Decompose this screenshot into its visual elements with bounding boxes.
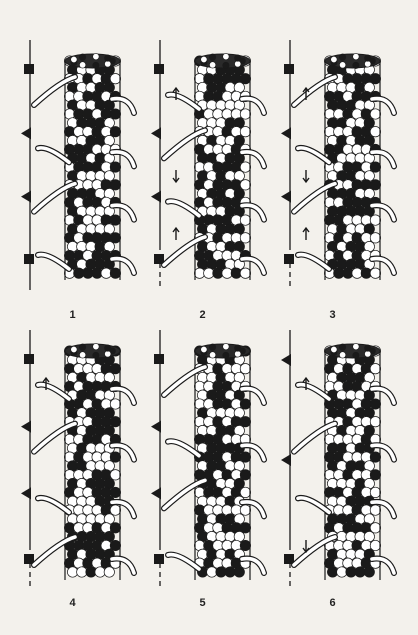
triangle-marker bbox=[151, 127, 161, 139]
panel-5: 5 bbox=[151, 330, 264, 609]
square-marker bbox=[24, 354, 34, 364]
arrow-up-icon bbox=[303, 228, 309, 240]
panel-number: 2 bbox=[199, 309, 205, 321]
triangle-marker bbox=[281, 191, 291, 203]
square-marker bbox=[24, 254, 34, 264]
triangle-marker bbox=[281, 354, 291, 366]
triangle-marker bbox=[21, 487, 31, 499]
microtubule bbox=[194, 343, 250, 580]
panel-number: 4 bbox=[69, 597, 76, 609]
square-marker bbox=[154, 554, 164, 564]
arrow-down-icon bbox=[303, 540, 309, 552]
triangle-marker bbox=[21, 421, 31, 433]
square-marker bbox=[24, 64, 34, 74]
triangle-marker bbox=[21, 127, 31, 139]
microtubule bbox=[64, 53, 120, 280]
microtubule bbox=[64, 343, 120, 580]
triangle-marker bbox=[151, 191, 161, 203]
panel-4: 4 bbox=[21, 330, 134, 609]
panel-number: 1 bbox=[69, 309, 75, 321]
panel-3: 3 bbox=[281, 40, 394, 321]
triangle-marker bbox=[281, 454, 291, 466]
square-marker bbox=[284, 64, 294, 74]
arrow-down-icon bbox=[173, 170, 179, 182]
arrow-up-icon bbox=[173, 228, 179, 240]
panel-1: 1 bbox=[21, 40, 134, 321]
panel-number: 5 bbox=[199, 597, 205, 609]
triangle-marker bbox=[151, 421, 161, 433]
panel-number: 6 bbox=[329, 597, 335, 609]
microtubule bbox=[194, 53, 250, 280]
square-marker bbox=[284, 254, 294, 264]
triangle-marker bbox=[281, 127, 291, 139]
panel-2: 2 bbox=[151, 40, 264, 321]
square-marker bbox=[154, 354, 164, 364]
panel-6: 6 bbox=[281, 330, 394, 609]
square-marker bbox=[154, 64, 164, 74]
panel-number: 3 bbox=[329, 309, 335, 321]
microtubule bbox=[324, 343, 380, 580]
triangle-marker bbox=[151, 487, 161, 499]
triangle-marker bbox=[21, 191, 31, 203]
microtubule bbox=[324, 53, 380, 280]
arrow-down-icon bbox=[303, 170, 309, 182]
